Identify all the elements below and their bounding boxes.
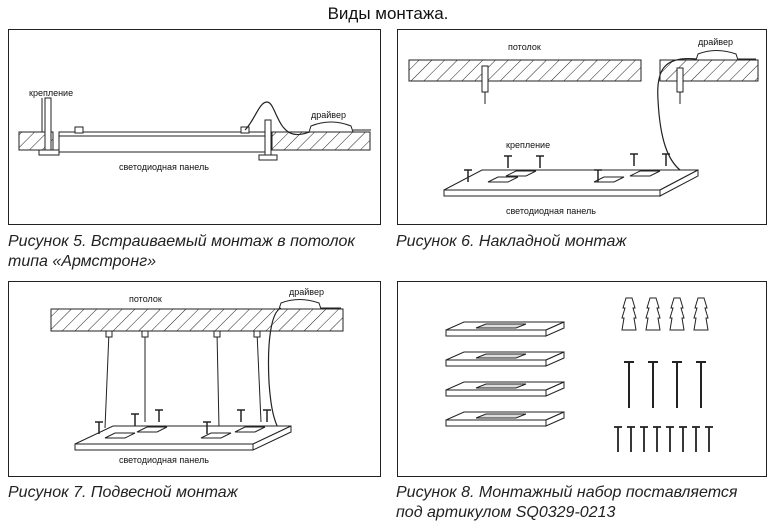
- figure-7-diagram: потолок драйвер светодиодная панель: [50, 287, 344, 465]
- caption-fig8: Рисунок 8. Монтажный набор поставляется …: [396, 483, 737, 523]
- suspension-cables: [104, 330, 262, 429]
- ceiling-slab-right: [659, 59, 759, 82]
- label-ceiling: потолок: [508, 42, 541, 52]
- caption-fig5: Рисунок 5. Встраиваемый монтаж в потолок…: [8, 232, 355, 272]
- label-led-panel: светодиодная панель: [119, 162, 209, 172]
- ceiling-slab: [50, 308, 344, 332]
- label-led-panel: светодиодная панель: [119, 455, 209, 465]
- figure-5-diagram: крепление драйвер светодиодная панель: [18, 88, 371, 172]
- cable: [267, 307, 282, 431]
- figure-6-diagram: потолок драйвер крепление светодиодная п…: [408, 37, 759, 216]
- label-driver: драйвер: [311, 110, 346, 120]
- caption-fig5-line2: типа «Армстронг»: [8, 253, 156, 270]
- caption-fig7-line1: Рисунок 7. Подвесной монтаж: [8, 484, 238, 501]
- ceiling-profile-right: [264, 119, 272, 156]
- label-driver: драйвер: [698, 37, 733, 47]
- led-panel: [58, 131, 266, 153]
- led-panel-top: [443, 169, 699, 191]
- figure-6-surface-mount: потолок драйвер крепление светодиодная п…: [397, 29, 767, 225]
- cable: [244, 101, 316, 136]
- driver: [695, 50, 739, 61]
- ceiling-slab-left: [408, 59, 642, 82]
- anchor-left: [481, 65, 489, 104]
- label-mount: крепление: [29, 88, 73, 98]
- label-driver: драйвер: [289, 287, 324, 297]
- caption-fig8-line2: под артикулом SQ0329-0213: [396, 504, 616, 521]
- mounting-brackets: [445, 321, 565, 427]
- caption-fig6: Рисунок 6. Накладной монтаж: [396, 232, 626, 252]
- driver: [308, 121, 354, 133]
- figure-5-armstrong-mount: крепление драйвер светодиодная панель: [8, 29, 381, 225]
- long-screws: [624, 361, 706, 408]
- page-title: Виды монтажа.: [327, 4, 449, 23]
- screws: [95, 409, 271, 434]
- ceiling-tile-right: [271, 131, 371, 151]
- figure-8-diagram: [445, 297, 713, 452]
- wall-plugs: [621, 297, 709, 331]
- caption-fig7: Рисунок 7. Подвесной монтаж: [8, 483, 238, 503]
- figure-7-suspended-mount: потолок драйвер светодиодная панель: [8, 281, 381, 477]
- caption-fig5-line1: Рисунок 5. Встраиваемый монтаж в потолок: [8, 233, 355, 250]
- screws: [464, 153, 670, 182]
- anchor-right: [676, 67, 684, 104]
- short-screws: [614, 426, 713, 452]
- label-ceiling: потолок: [129, 294, 162, 304]
- ceiling-profile-left: [44, 97, 52, 151]
- label-mount: крепление: [506, 140, 550, 150]
- driver: [278, 299, 322, 310]
- cable: [657, 58, 697, 171]
- caption-fig8-line1: Рисунок 8. Монтажный набор поставляется: [396, 484, 738, 501]
- label-led-panel: светодиодная панель: [506, 206, 596, 216]
- caption-fig6-line1: Рисунок 6. Накладной монтаж: [396, 233, 627, 250]
- figure-8-mounting-kit: [397, 281, 767, 477]
